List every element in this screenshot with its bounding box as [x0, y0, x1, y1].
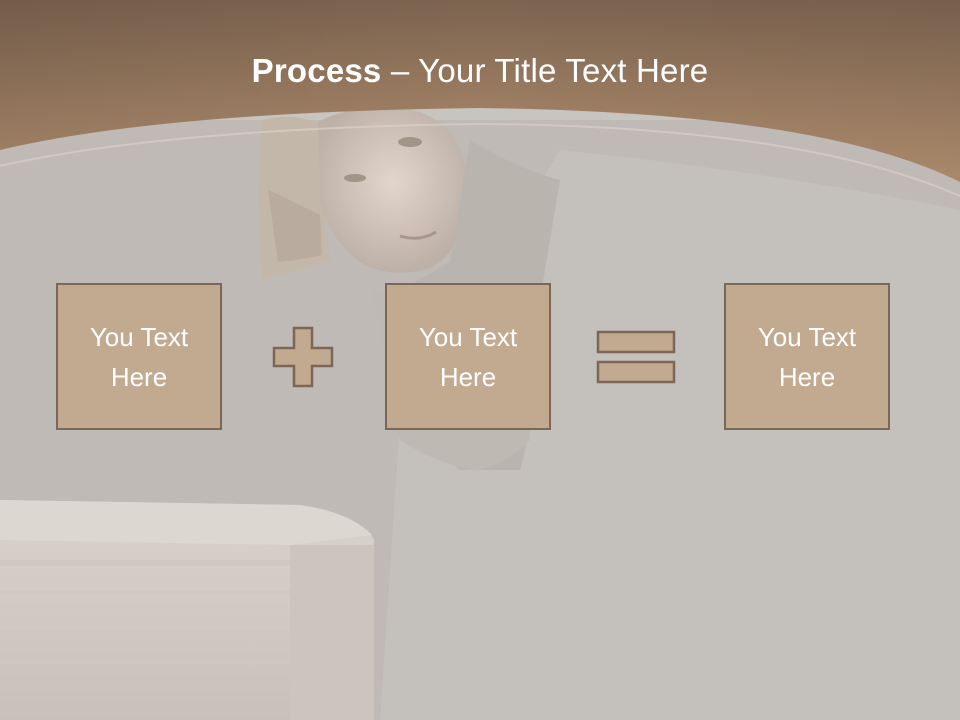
title-bold: Process [251, 52, 382, 89]
process-box-3-text: You Text Here [758, 317, 856, 397]
process-box-2[interactable]: You Text Here [385, 283, 551, 430]
title-rest: – Your Title Text Here [381, 52, 709, 89]
equals-icon [596, 330, 676, 384]
process-box-2-text: You Text Here [419, 317, 517, 397]
process-box-3[interactable]: You Text Here [724, 283, 890, 430]
slide-title: Process – Your Title Text Here [0, 52, 960, 90]
process-box-1-text: You Text Here [90, 317, 188, 397]
process-box-3-line-2: Here [778, 361, 836, 392]
process-box-1[interactable]: You Text Here [56, 283, 222, 430]
process-box-1-line-2: Here [110, 361, 168, 392]
plus-icon [272, 326, 334, 388]
process-box-3-line-1: You Text [757, 321, 857, 352]
process-box-2-line-1: You Text [418, 321, 518, 352]
process-box-2-line-2: Here [439, 361, 497, 392]
process-box-1-line-1: You Text [89, 321, 189, 352]
